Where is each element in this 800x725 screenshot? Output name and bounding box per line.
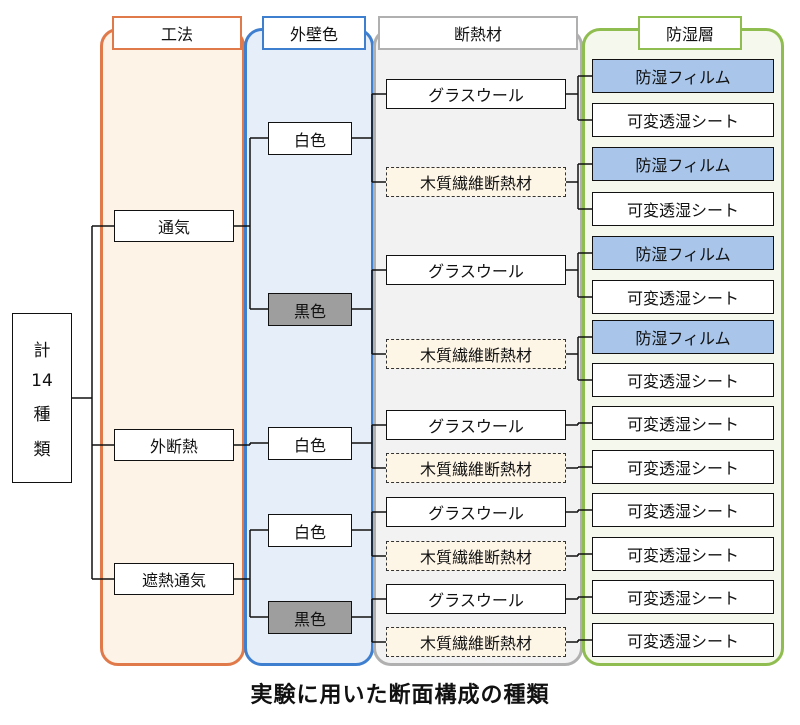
wall-color-black: 黒色 — [268, 293, 352, 326]
insulation-wood-fiber: 木質繊維断熱材 — [386, 339, 566, 369]
wall-color-header: 外壁色 — [262, 16, 366, 50]
insulation-glass-wool: グラスウール — [386, 410, 566, 440]
vapor-layer-variable-sheet: 可変透湿シート — [592, 450, 774, 484]
total-char: 14 — [31, 370, 53, 391]
vapor-layer-variable-sheet: 可変透湿シート — [592, 103, 774, 137]
vapor-layer-film: 防湿フィルム — [592, 320, 774, 354]
vapor-layer-film: 防湿フィルム — [592, 59, 774, 93]
total-box: 計 14 種 類 — [12, 313, 72, 483]
vapor-layer-variable-sheet: 可変透湿シート — [592, 363, 774, 397]
vapor-layer-variable-sheet: 可変透湿シート — [592, 406, 774, 440]
method-ventilated: 通気 — [114, 210, 234, 242]
wall-color-white: 白色 — [268, 122, 352, 155]
insulation-glass-wool: グラスウール — [386, 584, 566, 614]
insulation-glass-wool: グラスウール — [386, 497, 566, 527]
vapor-layer-variable-sheet: 可変透湿シート — [592, 493, 774, 527]
vapor-layer-film: 防湿フィルム — [592, 236, 774, 270]
wall-color-black: 黒色 — [268, 601, 352, 634]
vapor-layer-header: 防湿層 — [638, 16, 742, 50]
insulation-wood-fiber: 木質繊維断熱材 — [386, 453, 566, 483]
insulation-glass-wool: グラスウール — [386, 255, 566, 285]
wall-color-white: 白色 — [268, 427, 352, 460]
method-heat-shield-ventilated: 遮熱通気 — [114, 563, 234, 595]
method-header: 工法 — [112, 16, 242, 50]
wall-color-white: 白色 — [268, 514, 352, 547]
figure-caption: 実験に用いた断面構成の種類 — [250, 683, 550, 708]
insulation-header: 断熱材 — [378, 16, 578, 50]
insulation-wood-fiber: 木質繊維断熱材 — [386, 627, 566, 657]
vapor-layer-film: 防湿フィルム — [592, 147, 774, 181]
insulation-wood-fiber: 木質繊維断熱材 — [386, 541, 566, 571]
vapor-layer-variable-sheet: 可変透湿シート — [592, 580, 774, 614]
total-char: 計 — [33, 340, 51, 361]
vapor-layer-variable-sheet: 可変透湿シート — [592, 537, 774, 571]
insulation-wood-fiber: 木質繊維断熱材 — [386, 167, 566, 197]
vapor-layer-variable-sheet: 可変透湿シート — [592, 623, 774, 657]
total-char: 類 — [33, 440, 51, 461]
total-char: 種 — [33, 405, 51, 426]
vapor-layer-variable-sheet: 可変透湿シート — [592, 192, 774, 226]
insulation-glass-wool: グラスウール — [386, 79, 566, 109]
method-exterior-insulation: 外断熱 — [114, 429, 234, 461]
vapor-layer-variable-sheet: 可変透湿シート — [592, 280, 774, 314]
method-column — [100, 28, 245, 666]
